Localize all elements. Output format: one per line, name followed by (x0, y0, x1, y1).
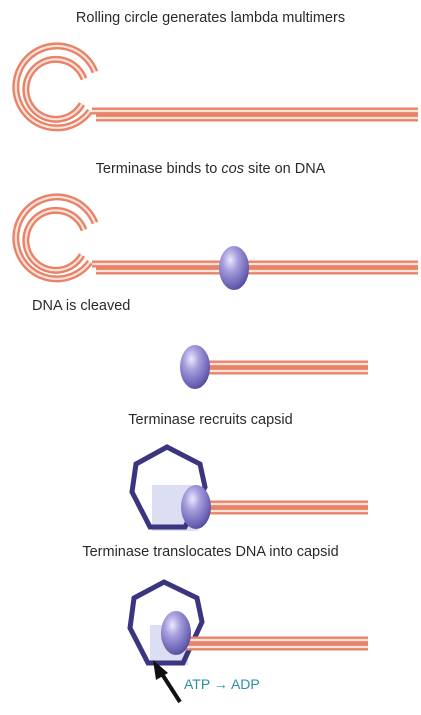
cos-site-label: cos (221, 161, 244, 177)
capsid-dna (192, 500, 368, 515)
capsid-shell (127, 579, 205, 666)
capsid-shell (129, 444, 208, 530)
rolling-circle-dna-2 (12, 193, 99, 283)
step-2-caption-post: site on DNA (243, 161, 326, 177)
terminase-enzyme (181, 485, 211, 529)
step-2-caption: Terminase binds to cos site on DNA (0, 161, 421, 177)
terminase-enzyme (180, 345, 210, 389)
atp-to-adp-label: ATP → ADP (184, 676, 260, 692)
step-2-caption-pre: Terminase binds to (95, 161, 222, 177)
rolling-circle-step (12, 42, 418, 132)
cleavage-step (180, 345, 368, 389)
terminase-enzyme (161, 611, 191, 655)
terminase-binding-step (12, 193, 418, 290)
terminase-enzyme (219, 246, 249, 290)
atp-arrow (153, 660, 182, 704)
step-5-caption: Terminase translocates DNA into capsid (82, 544, 339, 560)
linear-dna-tail (92, 107, 418, 122)
step-3-caption: DNA is cleaved (32, 298, 131, 314)
linear-dna-2 (92, 260, 418, 275)
step-4-caption: Terminase recruits capsid (128, 412, 293, 428)
translocation-step (127, 579, 368, 704)
cleaved-dna (190, 360, 368, 375)
capsid-recruitment-step (129, 444, 368, 531)
rolling-circle-dna (12, 42, 99, 132)
step-1-caption: Rolling circle generates lambda multimer… (75, 10, 346, 26)
